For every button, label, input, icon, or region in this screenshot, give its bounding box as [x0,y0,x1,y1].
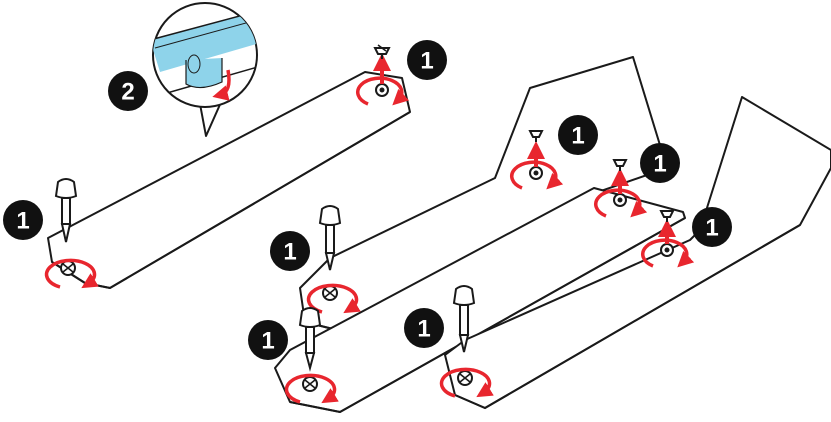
screw-icon [61,261,75,275]
step-badge-label: 1 [283,239,296,266]
screw-icon [376,84,388,96]
step-badge-1-badge-plate4-right: 1 [692,207,732,247]
screw-icon [375,45,389,59]
step-badge-label: 1 [705,215,718,242]
step-badge-label: 1 [16,208,29,235]
step-badge-label: 1 [653,151,666,178]
latch-callout-icon [150,3,270,136]
step-badge-1-badge-plate4-left: 1 [404,308,444,348]
step-badge-1-badge-plate2-right: 1 [558,115,598,155]
step-badge-label: 1 [420,48,433,75]
step-badge-1-badge-plate3-right: 1 [640,143,680,183]
screw-icon [614,194,626,206]
step-badge-label: 1 [417,316,430,343]
step-badge-1-badge-plate1-left: 1 [3,200,43,240]
step-badge-label: 1 [261,328,274,355]
screw-icon [661,244,673,256]
step-badge-2-badge-callout: 2 [108,71,148,111]
step-badge-1-badge-plate2-left: 1 [270,231,310,271]
step-badge-label: 1 [571,123,584,150]
screw-icon [303,377,317,391]
screw-icon [458,371,472,385]
step-badge-1-badge-plate1-right: 1 [407,40,447,80]
step-badge-label: 2 [121,79,134,106]
screw-icon [323,286,337,300]
screw-icon [530,167,542,179]
step-badge-1-badge-plate3-left: 1 [248,320,288,360]
